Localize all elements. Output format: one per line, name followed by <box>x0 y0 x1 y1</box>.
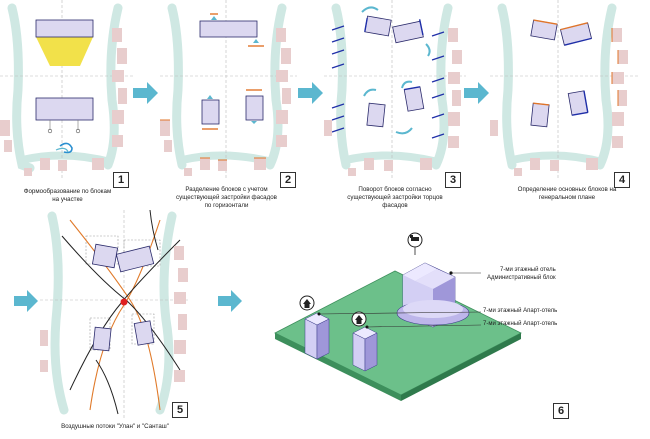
block-bottom <box>35 97 94 121</box>
step-2-caption: Разделение блоков с учетом существующей … <box>158 186 295 210</box>
step-number: 5 <box>172 402 188 418</box>
wind-swirl-icon <box>55 142 73 154</box>
arrow-right-icon <box>464 82 489 104</box>
block-top-left <box>364 15 392 37</box>
step-5-caption: Воздушные потоки "Улан" и "Санташ" <box>40 423 190 431</box>
arrow-right-icon <box>218 290 242 312</box>
caption-line: фасадов <box>382 202 408 209</box>
arrow-right-icon <box>133 82 158 104</box>
block-top <box>199 20 258 38</box>
step-3-caption: Поворот блоков согласно существующей зас… <box>325 186 465 210</box>
block-top-left <box>530 19 558 41</box>
house-icon <box>299 295 315 311</box>
block-bottom-left <box>366 102 386 128</box>
step-1-diagram <box>0 0 135 180</box>
label-apart-2: 7-ми этажный Апарт-отель <box>483 321 558 327</box>
label-hotel-line2: Административный блок <box>487 275 556 281</box>
block-top-right <box>559 22 593 46</box>
step-1-panel: 1 <box>0 0 135 188</box>
caption-line: Разделение блоков с учетом <box>185 186 268 193</box>
caption-line: существующей застройки торцов <box>347 194 443 201</box>
block-bottom-left <box>92 326 112 352</box>
caption-line: Формообразование по блокам <box>23 188 112 195</box>
arrow-right-icon <box>14 290 38 312</box>
step-2-panel: 2 <box>160 0 297 188</box>
step-3-panel: 3 <box>324 0 466 188</box>
apart-hotel-1 <box>304 312 330 360</box>
step-5-panel: 5 <box>40 209 190 420</box>
caption-line: Поворот блоков согласно <box>358 186 432 193</box>
block-top-right <box>115 245 155 273</box>
block-bottom-right <box>133 320 155 346</box>
caption-line: по горизонтали <box>204 202 249 209</box>
step-4-diagram <box>490 0 640 180</box>
step-number: 6 <box>553 403 569 419</box>
step-5-diagram <box>40 209 190 420</box>
isometric-site-diagram <box>274 232 522 401</box>
block-bottom-right <box>245 95 264 121</box>
center-point <box>120 298 128 306</box>
step-number: 1 <box>113 172 129 188</box>
caption-line: на участке <box>52 196 83 203</box>
bed-icon <box>407 232 423 255</box>
caption-line: существующей застройки фасадов <box>176 194 277 201</box>
step-number: 2 <box>280 172 296 188</box>
block-bottom-left <box>530 102 550 128</box>
step-4-caption: Определение основных блоков на генеральн… <box>492 186 642 202</box>
apart-hotel-2 <box>352 325 378 372</box>
hotel-building <box>396 262 470 328</box>
caption-line: Определение основных блоков на <box>517 186 617 193</box>
block-bottom-left <box>201 99 220 125</box>
step-number: 4 <box>614 172 630 188</box>
step-6-panel: 7-ми этажный отель Административный блок… <box>255 215 650 420</box>
step-2-diagram <box>160 0 297 180</box>
step-number: 3 <box>445 172 461 188</box>
caption-line: генеральном плане <box>538 194 596 201</box>
block-bottom-right <box>567 90 589 116</box>
step-4-panel: 4 <box>490 0 640 188</box>
step-3-diagram <box>324 0 466 180</box>
block-top-right <box>392 20 424 44</box>
block-bottom-right <box>403 86 425 112</box>
step-1-caption: Формообразование по блокам на участке <box>0 188 135 204</box>
arrow-right-icon <box>298 82 323 104</box>
sun-rays <box>36 37 93 66</box>
label-hotel-line1: 7-ми этажный отель <box>500 267 556 273</box>
caption-line: Воздушные потоки "Улан" и "Санташ" <box>61 423 169 430</box>
label-apart-1: 7-ми этажный Апарт-отель <box>483 308 558 314</box>
house-icon <box>351 311 367 327</box>
block-top-left <box>91 243 119 269</box>
block-top <box>35 19 94 38</box>
